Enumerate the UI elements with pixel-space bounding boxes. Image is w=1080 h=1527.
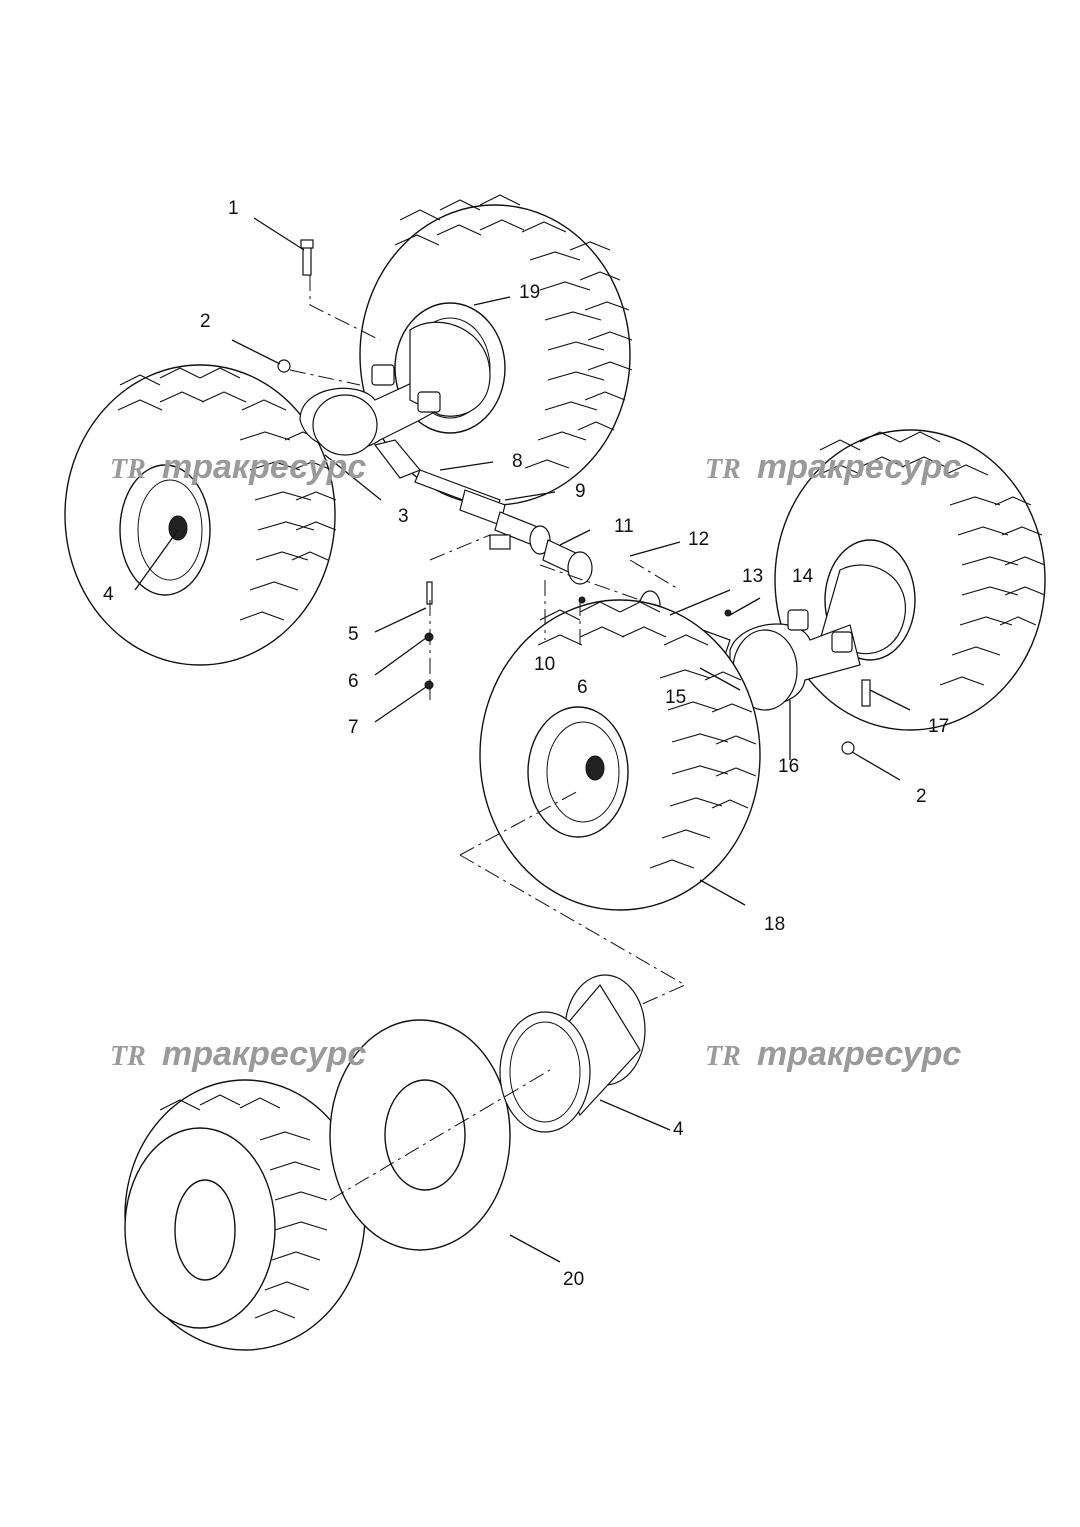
- lower-front-tire: [479, 599, 761, 911]
- exploded-inner-tube: [329, 1019, 511, 1251]
- exploded-rim: [499, 974, 646, 1133]
- watermark-bottom-left: TR тракресурс: [110, 1035, 366, 1073]
- upper-left-tire: [64, 364, 337, 666]
- label-15: 15: [665, 687, 686, 708]
- label-2b: 2: [916, 786, 927, 807]
- svg-text:TR: TR: [705, 1041, 741, 1072]
- label-12: 12: [688, 529, 709, 550]
- svg-text:TR: TR: [110, 1041, 146, 1072]
- label-14: 14: [792, 566, 814, 587]
- label-6b: 6: [577, 677, 588, 698]
- upper-axle-assembly: [299, 321, 593, 585]
- leader-lines: [134, 217, 911, 1263]
- label-2: 2: [200, 311, 211, 332]
- svg-text:тракресурс: тракресурс: [162, 1035, 366, 1073]
- label-4b: 4: [673, 1119, 684, 1140]
- svg-text:TR: TR: [110, 454, 146, 485]
- label-19: 19: [519, 282, 540, 303]
- watermark-bottom-right: TR тракресурс: [705, 1035, 961, 1073]
- label-16: 16: [778, 756, 799, 777]
- label-11: 11: [614, 516, 634, 537]
- label-8: 8: [512, 451, 523, 472]
- watermark-top-left: TR тракресурс: [110, 448, 366, 486]
- label-17: 17: [928, 716, 949, 737]
- label-3: 3: [398, 506, 409, 527]
- label-5: 5: [348, 624, 359, 645]
- hardware-parts: [277, 239, 871, 755]
- svg-text:тракресурс: тракресурс: [757, 448, 961, 486]
- label-10: 10: [534, 654, 555, 675]
- label-6: 6: [348, 671, 359, 692]
- label-1: 1: [228, 198, 239, 219]
- label-20: 20: [563, 1269, 584, 1290]
- label-18: 18: [764, 914, 785, 935]
- label-4: 4: [103, 584, 114, 605]
- exploded-tire: [124, 1079, 366, 1351]
- svg-text:тракресурс: тракресурс: [162, 448, 366, 486]
- svg-text:TR: TR: [705, 454, 741, 485]
- watermark-top-right: TR тракресурс: [705, 448, 961, 486]
- label-7: 7: [348, 717, 359, 738]
- svg-text:тракресурс: тракресурс: [757, 1035, 961, 1073]
- label-9: 9: [575, 481, 586, 502]
- part-labels: 1 2 3 4 5 6 7 8 9 10 11 12 13 14 15 16 1…: [103, 198, 949, 1290]
- label-13: 13: [742, 566, 763, 587]
